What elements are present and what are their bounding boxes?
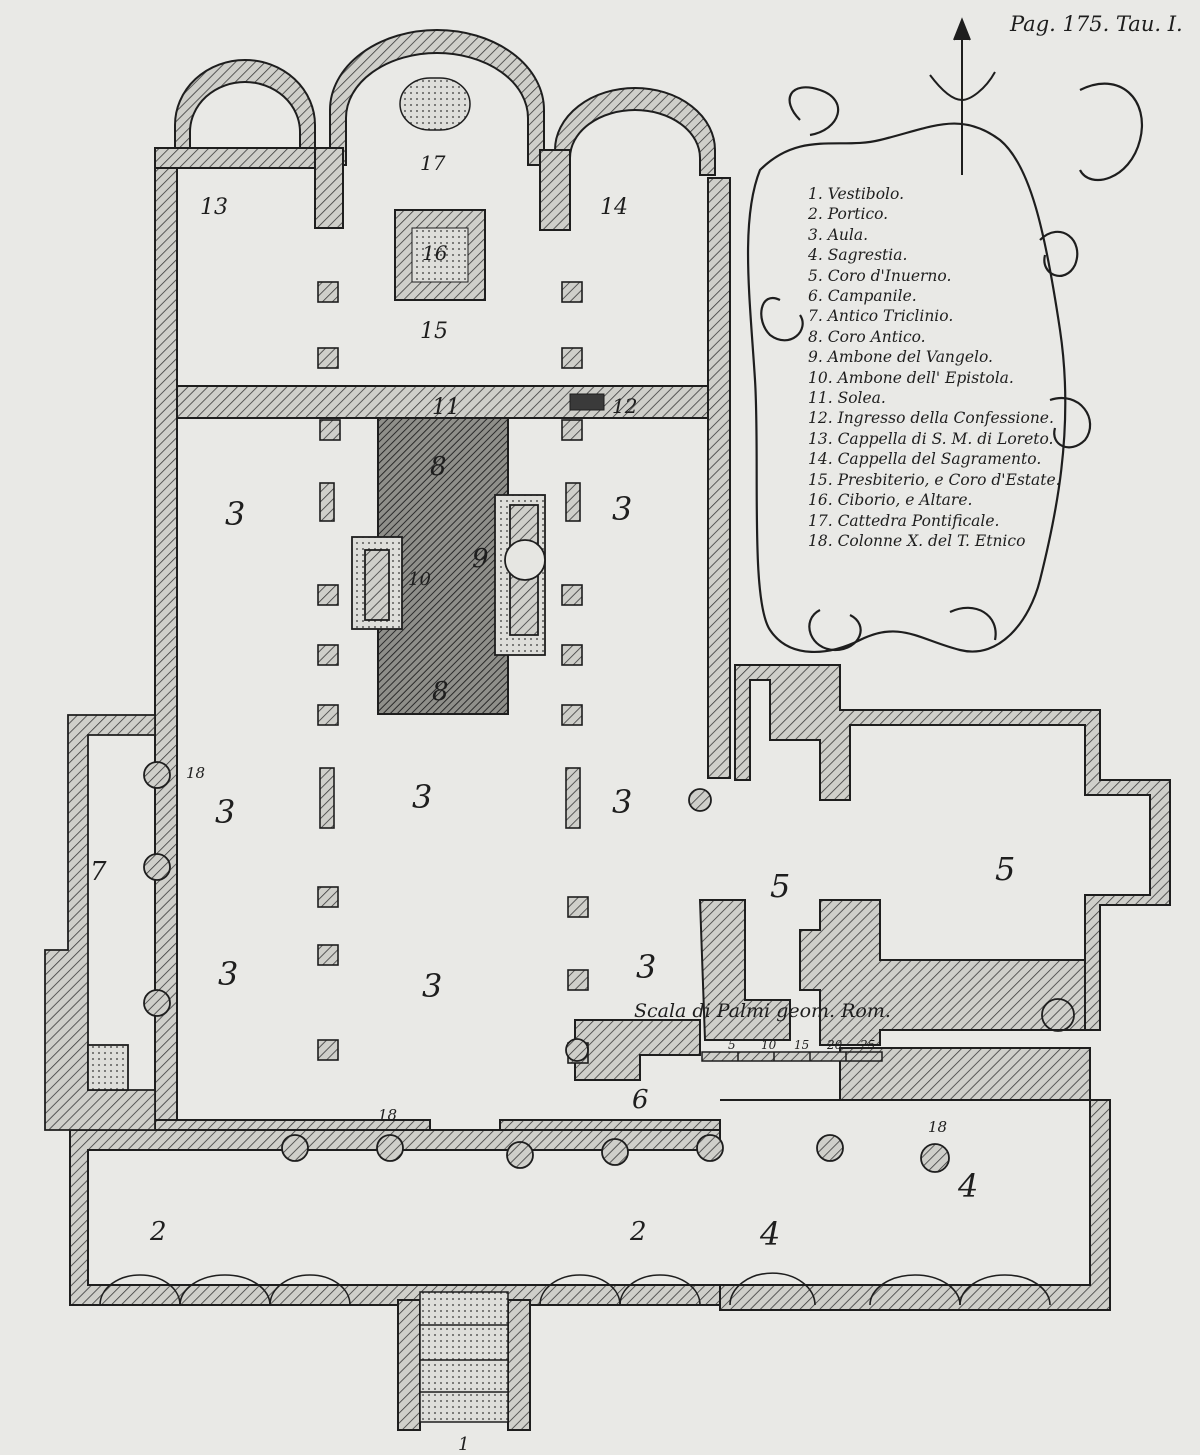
room-label-11: 11 xyxy=(432,395,460,420)
scale-tick-label: 10 xyxy=(761,1038,777,1052)
cathedra-17 xyxy=(399,77,471,131)
apse-walls xyxy=(174,29,716,176)
legend-item: 12. Ingresso della Confessione. xyxy=(808,409,1054,428)
room-label-5: 5 xyxy=(770,867,790,905)
scale-tick-label: 15 xyxy=(794,1038,810,1052)
room-label-3: 3 xyxy=(225,495,245,533)
entrance-steps-1 xyxy=(419,1291,509,1423)
ancient-columns-18 xyxy=(143,761,1075,1173)
legend-item: 6. Campanile. xyxy=(808,287,917,306)
north-arrow-icon xyxy=(929,17,996,175)
legend-item: 8. Coro Antico. xyxy=(808,327,926,346)
room-label-2: 2 xyxy=(629,1217,647,1247)
room-label-18: 18 xyxy=(928,1118,947,1136)
legend-item: 5. Coro d'Inuerno. xyxy=(808,266,952,285)
portico-arches xyxy=(99,1272,1051,1306)
legend-item: 14. Cappella del Sagramento. xyxy=(808,450,1042,469)
room-label-18: 18 xyxy=(378,1106,397,1124)
room-label-3: 3 xyxy=(412,778,432,816)
room-label-16: 16 xyxy=(422,241,448,265)
confessio-entrance-12 xyxy=(569,393,605,411)
room-label-5: 5 xyxy=(995,850,1015,888)
legend-item: 10. Ambone dell' Epistola. xyxy=(808,368,1014,387)
legend-item: 13. Cappella di S. M. di Loreto. xyxy=(808,429,1054,448)
scale-tick-label: 5 xyxy=(728,1038,736,1052)
room-label-6: 6 xyxy=(632,1085,649,1115)
room-label-7: 7 xyxy=(90,857,107,887)
room-label-8: 8 xyxy=(432,677,449,707)
ambo-epistle-10 xyxy=(351,536,403,630)
room-label-12: 12 xyxy=(612,394,637,418)
triclinium-7 xyxy=(44,714,156,1131)
scale-tick-label: 25 xyxy=(860,1038,876,1052)
legend-item: 4. Sagrestia. xyxy=(808,246,908,265)
legend-item: 15. Presbiterio, e Coro d'Estate. xyxy=(808,470,1061,489)
room-label-3: 3 xyxy=(218,955,238,993)
legend-item: 7. Antico Triclinio. xyxy=(808,307,954,326)
room-label-3: 3 xyxy=(215,793,235,831)
scale-title: Scala di Palmi geom. Rom. xyxy=(634,1000,891,1022)
legend-item: 16. Ciborio, e Altare. xyxy=(808,491,973,510)
nave-columns xyxy=(317,281,589,1064)
ambo-gospel-9 xyxy=(494,494,546,656)
room-label-3: 3 xyxy=(636,948,656,986)
title-cartouche xyxy=(746,82,1143,654)
legend-item: 17. Cattedra Pontificale. xyxy=(808,511,1000,530)
ciborium-altar-16 xyxy=(394,209,486,301)
room-labels: 1 2 2 3 3 3 3 3 3 3 3 4 4 5 5 6 7 8 8 9 … xyxy=(90,151,1015,1455)
plate-reference: Pag. 175. Tau. I. xyxy=(1010,12,1183,36)
room-label-3: 3 xyxy=(422,967,442,1005)
legend-item: 11. Solea. xyxy=(808,389,886,408)
room-label-18: 18 xyxy=(186,764,205,782)
legend-item: 2. Portico. xyxy=(808,205,889,224)
legend-item: 1. Vestibolo. xyxy=(808,185,904,203)
room-label-8: 8 xyxy=(430,452,447,482)
legend-item: 3. Aula. xyxy=(808,225,869,244)
room-label-9: 9 xyxy=(472,544,489,574)
scale-tick-label: 20 xyxy=(827,1038,843,1052)
room-label-2: 2 xyxy=(149,1217,167,1247)
room-label-3: 3 xyxy=(612,783,632,821)
room-label-4: 4 xyxy=(759,1215,780,1253)
room-label-13: 13 xyxy=(200,195,228,220)
room-label-1: 1 xyxy=(458,1434,469,1455)
room-label-15: 15 xyxy=(420,319,448,344)
winter-choir-walls xyxy=(574,664,1171,1081)
room-label-17: 17 xyxy=(420,151,446,175)
legend-item: 18. Colonne X. del T. Etnico xyxy=(808,531,1026,550)
room-label-4: 4 xyxy=(957,1167,978,1205)
scale-bar xyxy=(701,1051,883,1062)
legend: 1. Vestibolo. 2. Portico.3. Aula. 4. Sagre… xyxy=(808,184,1068,551)
room-label-10: 10 xyxy=(408,569,431,590)
outer-walls xyxy=(69,147,1111,1431)
legend-item: 9. Ambone del Vangelo. xyxy=(808,348,993,367)
room-label-3: 3 xyxy=(612,490,632,528)
scale-ticks: 5 10 15 20 25 xyxy=(728,1038,893,1052)
room-label-14: 14 xyxy=(600,195,628,220)
